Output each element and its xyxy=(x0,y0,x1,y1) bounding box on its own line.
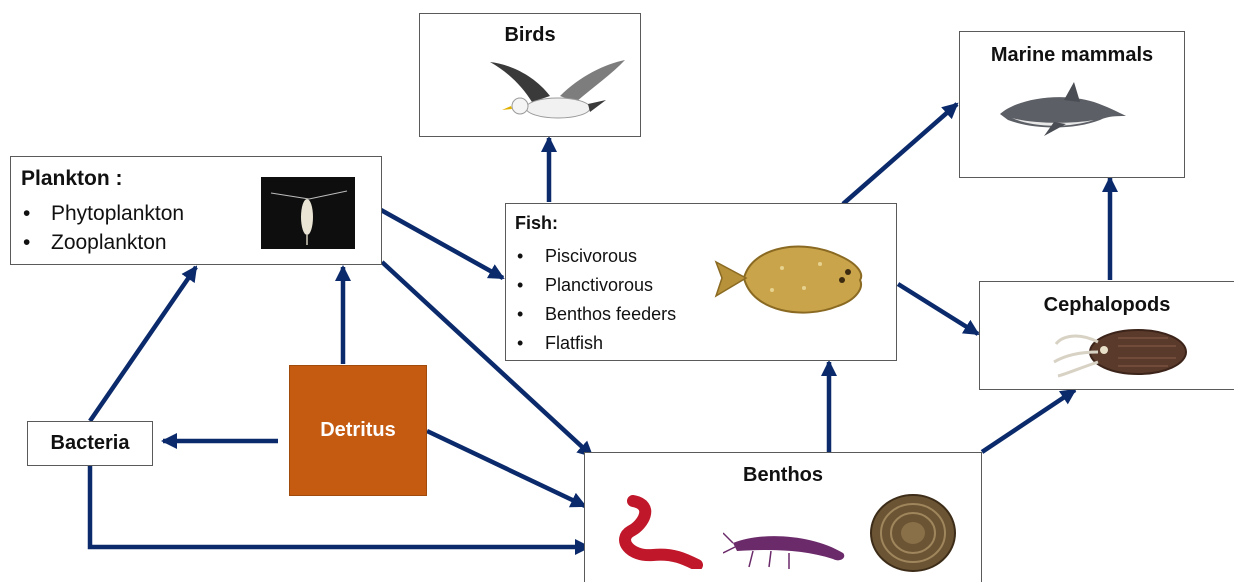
fish-list: Piscivorous Planctivorous Benthos feeder… xyxy=(515,242,676,358)
plankton-item: Zooplankton xyxy=(21,228,184,257)
plankton-list: Phytoplankton Zooplankton xyxy=(21,199,184,257)
node-cephalopods-title: Cephalopods xyxy=(980,294,1234,317)
zooplankton-photo-icon xyxy=(261,177,355,249)
node-cephalopods: Cephalopods xyxy=(979,281,1234,390)
arrow-fish-to-marine-mammals xyxy=(843,104,957,204)
flatfish-icon xyxy=(712,234,870,322)
node-marine-mammals-title: Marine mammals xyxy=(960,44,1184,67)
node-detritus-title: Detritus xyxy=(290,419,426,442)
node-plankton: Plankton : Phytoplankton Zooplankton xyxy=(10,156,382,265)
node-plankton-title: Plankton : xyxy=(21,167,123,191)
arrow-detritus-to-benthos xyxy=(427,431,585,506)
node-bacteria: Bacteria xyxy=(27,421,153,466)
fish-item: Benthos feeders xyxy=(515,300,676,329)
worm-icon xyxy=(603,495,703,569)
node-fish: Fish: Piscivorous Planctivorous Benthos … xyxy=(505,203,897,361)
plankton-item: Phytoplankton xyxy=(21,199,184,228)
fish-item: Piscivorous xyxy=(515,242,676,271)
arrow-plankton-to-fish xyxy=(381,210,503,278)
seagull-icon xyxy=(480,46,630,130)
arrow-benthos-to-cephalopods xyxy=(982,390,1075,452)
node-marine-mammals: Marine mammals xyxy=(959,31,1185,178)
cuttlefish-icon xyxy=(1048,322,1192,380)
node-detritus: Detritus xyxy=(289,365,427,496)
fish-item: Flatfish xyxy=(515,329,676,358)
arrow-bacteria-to-plankton xyxy=(90,267,196,421)
node-birds: Birds xyxy=(419,13,641,137)
clam-icon xyxy=(867,483,959,573)
fish-item: Planctivorous xyxy=(515,271,676,300)
shrimp-icon xyxy=(723,523,863,571)
node-birds-title: Birds xyxy=(420,24,640,47)
node-bacteria-title: Bacteria xyxy=(28,432,152,455)
node-benthos: Benthos xyxy=(584,452,982,582)
node-fish-title: Fish: xyxy=(515,213,558,234)
arrow-fish-to-cephalopods xyxy=(898,284,978,334)
porpoise-icon xyxy=(994,76,1134,140)
